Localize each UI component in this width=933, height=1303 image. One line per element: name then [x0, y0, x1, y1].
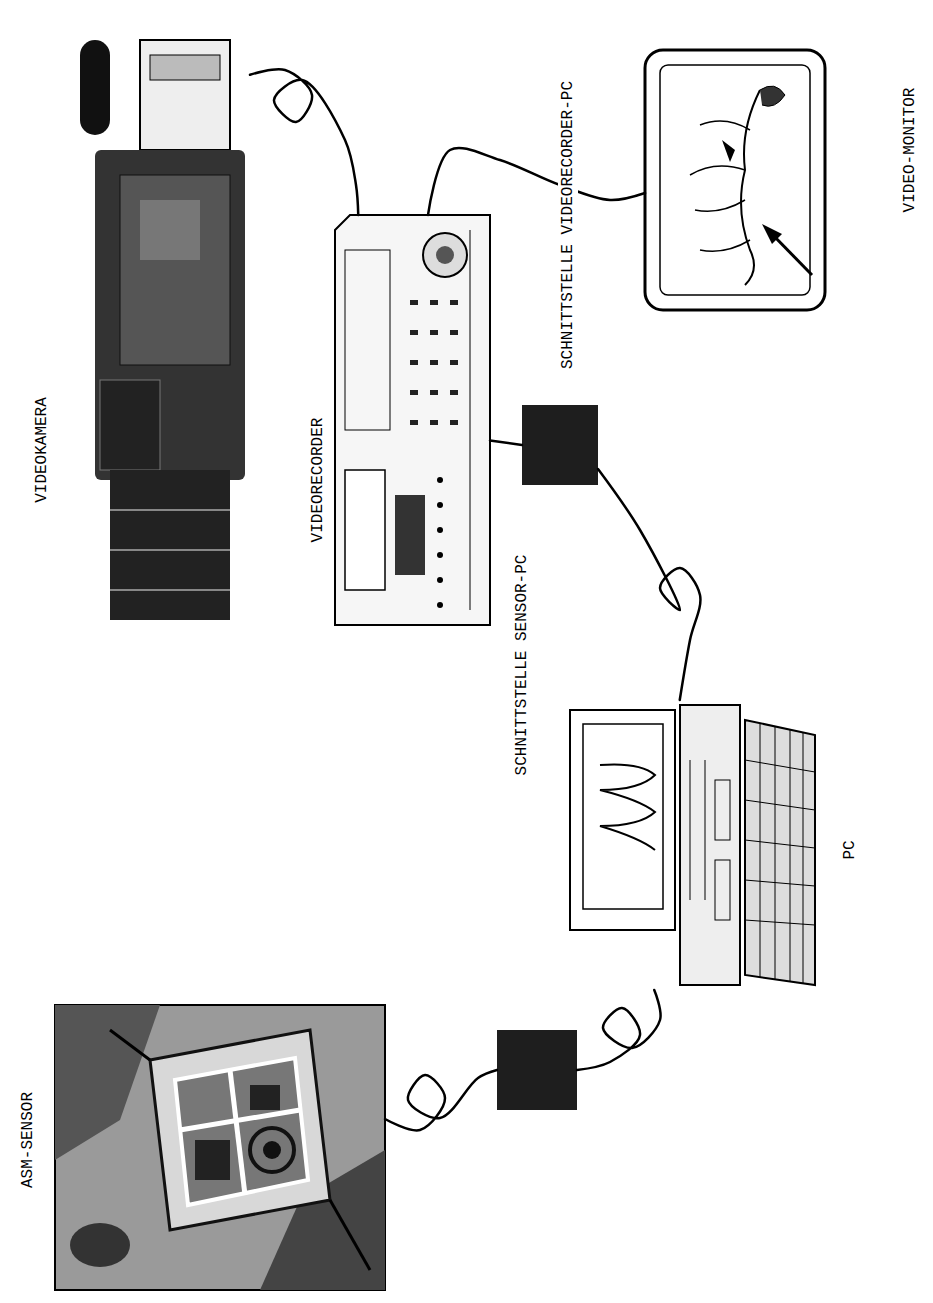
pc-unit: PC: [565, 700, 820, 990]
cable: [250, 69, 358, 215]
device-label: VIDEORECORDER: [308, 415, 328, 546]
sensor-photo: ASM-SENSOR: [55, 1005, 385, 1290]
device-label: VIDEO-MONITOR: [900, 85, 920, 216]
cable: [385, 1070, 497, 1130]
interface-box: [522, 405, 598, 485]
interface-box: SCHNITTSTELLE SENSOR-PC: [497, 1030, 577, 1110]
interface-box: SCHNITTSTELLE VIDEORECORDER-PC: [522, 405, 598, 485]
video-recorder: VIDEORECORDER: [335, 215, 490, 625]
cable: [598, 469, 700, 700]
video-camera: VIDEOKAMERA: [65, 40, 250, 620]
interface-box: [497, 1030, 577, 1110]
recorder-drawing: [335, 215, 490, 625]
cable: [428, 148, 645, 215]
device-label: VIDEOKAMERA: [32, 394, 52, 506]
device-label: SCHNITTSTELLE SENSOR-PC: [512, 552, 532, 779]
cable: [577, 990, 661, 1070]
sensor-photo: [55, 1005, 385, 1290]
device-label: PC: [840, 837, 860, 862]
device-label: SCHNITTSTELLE VIDEORECORDER-PC: [558, 78, 578, 372]
monitor-drawing: [645, 50, 825, 310]
video-monitor: VIDEO-MONITOR: [645, 50, 825, 310]
camera-drawing: [80, 40, 245, 620]
device-label: ASM-SENSOR: [18, 1089, 38, 1191]
cable: [490, 441, 522, 446]
pc-drawing: [570, 705, 815, 985]
